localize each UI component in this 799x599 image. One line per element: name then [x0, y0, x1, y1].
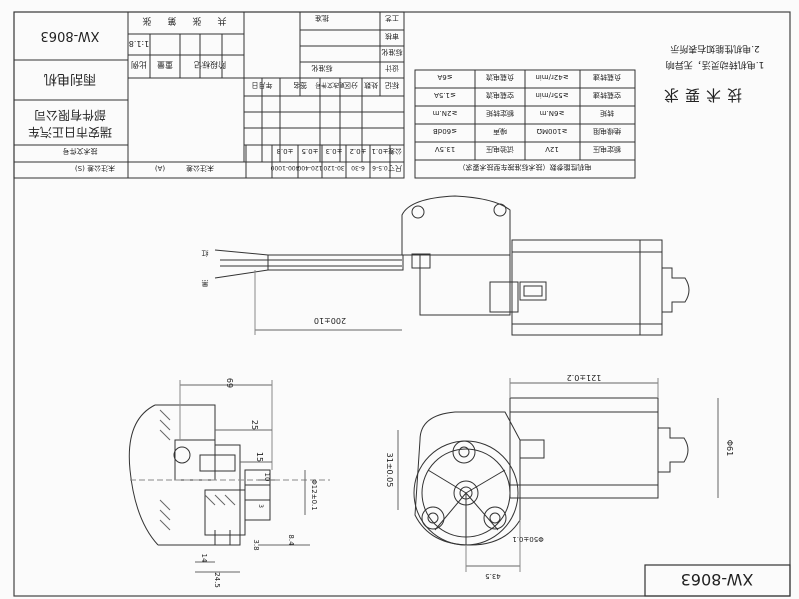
dim-8-4: 8.4: [287, 534, 295, 546]
perf-r0-c0: 额定电压: [593, 145, 621, 154]
perf-r2-c2: 额定转矩: [486, 109, 514, 118]
dim-3-8: 3.8: [252, 539, 260, 550]
title-company-line1: 瑞安市日正汽车: [28, 125, 112, 140]
dim-15: 15: [255, 452, 264, 462]
tol-label-tech-doc: 技术文件号: [63, 147, 98, 156]
perf-r2-c0: 转矩: [600, 109, 614, 118]
title-product-name: 雨刮电机: [44, 71, 96, 86]
title-drawing-no: XW-8063: [40, 28, 99, 43]
dim-phi12: Φ12±0.1: [310, 479, 318, 510]
sign-label-process: 工艺: [385, 14, 399, 22]
dim-43-5: 43.5: [485, 572, 501, 580]
perf-r4-c3: ≤6A: [437, 73, 452, 81]
tol-value-3: ±0.3: [326, 147, 343, 155]
motor-section-view: [128, 380, 330, 573]
sign-label-standardize: 标准化: [312, 64, 333, 73]
sign-label-date: 年月日: [252, 81, 273, 90]
perf-r1-c3: ≤60dB: [433, 127, 457, 135]
perf-r4-c2: 负载电流: [486, 73, 514, 82]
sign-label-mark: 标记: [385, 81, 399, 90]
tol-label-unspecified-a: 未注公差: [186, 164, 214, 173]
tech-req-item-1: 1.电机转动灵活，无异响: [666, 59, 765, 71]
perf-r3-c2: 空载电流: [486, 91, 514, 100]
perf-r2-c3: ≥2N.m: [433, 109, 458, 117]
dim-24-5: 24.5: [213, 572, 221, 588]
wire-label-black: 黑: [202, 279, 209, 287]
title-col-stage: 阶段标记: [194, 60, 226, 70]
motor-front-view: [397, 378, 719, 572]
performance-table: 电机性能参数（技术标准按车型技术要求） 额定电压 12V 试验电压 13.5V …: [414, 69, 636, 179]
tol-size-4: 120-400: [297, 164, 322, 171]
sign-label-standard: 标准化: [382, 48, 403, 57]
tol-value-5: ±0.8: [277, 147, 294, 155]
title-col-scale: 比例: [131, 60, 147, 70]
dim-69: 69: [225, 378, 234, 388]
dim-phi50: Φ50±0.1: [512, 535, 543, 543]
dim-phi61: Φ61: [725, 440, 734, 456]
tol-label-unspecified-s: 未注公差 (S): [75, 164, 115, 173]
perf-r0-c1: 12V: [545, 145, 559, 153]
perf-r0-c2: 试验电压: [486, 145, 514, 154]
dim-wire-length: 200±10: [314, 316, 346, 325]
tech-req-heading: 技术要求: [658, 86, 742, 104]
title-top-number: 第: [167, 15, 176, 27]
tol-value-2: ±0.2: [350, 147, 367, 155]
sign-label-approve: 批准: [315, 14, 329, 23]
perf-r3-c3: ≤1.5A: [434, 91, 456, 99]
dim-31: 31±0.05: [385, 453, 394, 488]
title-col-weight: 重量: [157, 60, 173, 70]
tol-label-tolerance: 公差: [388, 147, 402, 156]
dim-121: 121±0.2: [567, 373, 602, 382]
title-top-sheet2: 张: [142, 15, 151, 26]
motor-side-view: [214, 195, 690, 336]
wire-label-red: 红: [202, 249, 209, 258]
title-company-line2: 部件有限公司: [34, 108, 106, 123]
perf-r1-c2: 噪声: [493, 127, 507, 136]
dim-25: 25: [250, 420, 259, 430]
tol-size-1: 0.5-6: [372, 164, 388, 171]
sign-label-review: 审核: [385, 32, 399, 41]
title-block: XW-8063 雨刮电机 瑞安市日正汽车 部件有限公司 1:1.8 比例 重量 …: [13, 11, 405, 179]
sign-label-zone: 分区: [344, 81, 358, 90]
dim-14: 14: [200, 554, 208, 563]
title-scale: 1:1.8: [129, 39, 150, 48]
tol-size-5: 400-1000: [270, 164, 299, 171]
perf-r3-c1: ≥55r/min: [535, 91, 568, 99]
tol-size-3: 30-120: [323, 164, 344, 171]
tol-label-a: (A): [155, 164, 166, 172]
tol-value-4: ±0.5: [302, 147, 319, 155]
perf-r0-c3: 13.5V: [435, 145, 456, 153]
perf-r2-c1: ≥6N.m: [540, 109, 565, 117]
perf-r1-c0: 绝缘电阻: [593, 127, 621, 136]
tech-requirements: 技术要求 1.电机转动灵活，无异响 2.电机性能如右表所示: [658, 43, 764, 104]
perf-table-title: 电机性能参数（技术标准按车型技术要求）: [459, 163, 592, 172]
perf-r4-c1: ≥42r/min: [535, 73, 568, 81]
drawing-number: XW-8063: [681, 570, 754, 589]
sign-label-change-doc: 更改文件号: [315, 81, 345, 89]
tech-req-item-2: 2.电机性能如右表所示: [670, 43, 760, 55]
tol-size-2: 6-30: [351, 164, 365, 171]
perf-r3-c0: 空载转速: [593, 91, 621, 100]
sign-label-design: 设计: [385, 64, 399, 73]
title-top-sheet: 张: [192, 15, 201, 26]
perf-r4-c0: 负载转速: [593, 73, 621, 82]
sign-label-count: 处数: [364, 81, 378, 90]
perf-r1-c1: ≥100MΩ: [536, 127, 567, 135]
title-top-total: 共: [217, 15, 226, 26]
tol-value-1: ±0.1: [372, 147, 389, 155]
sign-label-signature: 签名: [293, 81, 307, 90]
tol-label-size: 尺寸: [388, 164, 402, 173]
dim-10: 10: [263, 473, 271, 482]
drawing-number-box: [644, 564, 791, 597]
dim-3: 3: [257, 504, 264, 508]
